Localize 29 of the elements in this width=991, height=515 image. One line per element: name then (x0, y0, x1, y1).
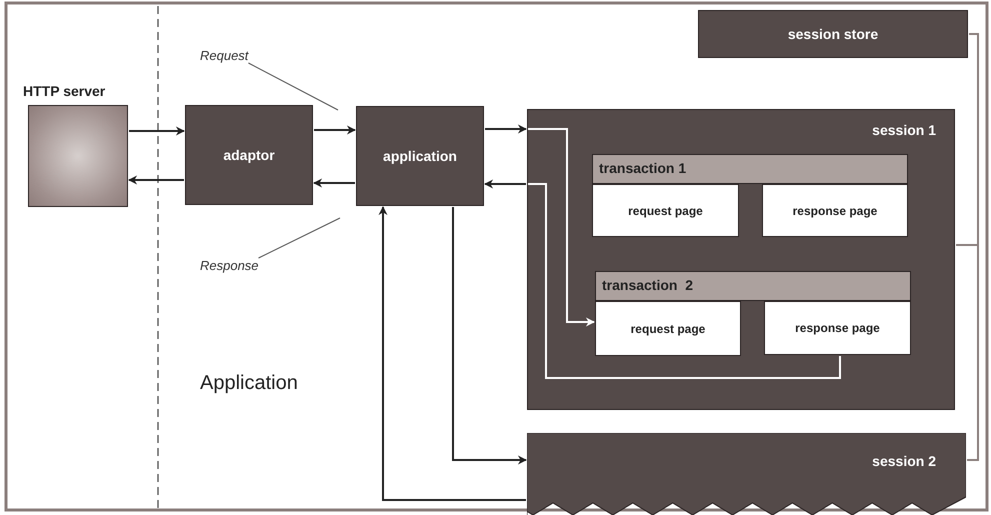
arrow (484, 180, 526, 188)
page-box: request page (595, 301, 741, 356)
process-box: adaptor (185, 105, 313, 205)
session-panel (527, 109, 955, 410)
leader-line (248, 62, 338, 110)
page-box: response page (762, 184, 908, 237)
arrow (314, 126, 356, 134)
leader-line (258, 218, 340, 258)
arrow (378, 206, 526, 501)
page-box: request page (592, 184, 739, 237)
leader-text: Request (200, 48, 248, 63)
process-box: application (356, 106, 484, 206)
page-box: response page (764, 301, 911, 355)
connector-line (967, 33, 979, 461)
arrow (128, 176, 184, 184)
transaction-header: transaction 1 (592, 154, 908, 184)
leader-text: Response (200, 258, 259, 273)
arrow (313, 178, 355, 188)
arrow (485, 124, 527, 134)
transaction-header: transaction 2 (595, 271, 911, 301)
note-text: Application (200, 372, 298, 395)
session-title: session 2 (872, 453, 936, 469)
connector-line (528, 183, 841, 379)
server-label: HTTP server (23, 83, 106, 99)
arrow (452, 207, 527, 464)
arrow (528, 128, 595, 326)
process-box: session store (698, 10, 968, 58)
session-title: session 1 (872, 122, 936, 138)
arrow (129, 126, 185, 136)
